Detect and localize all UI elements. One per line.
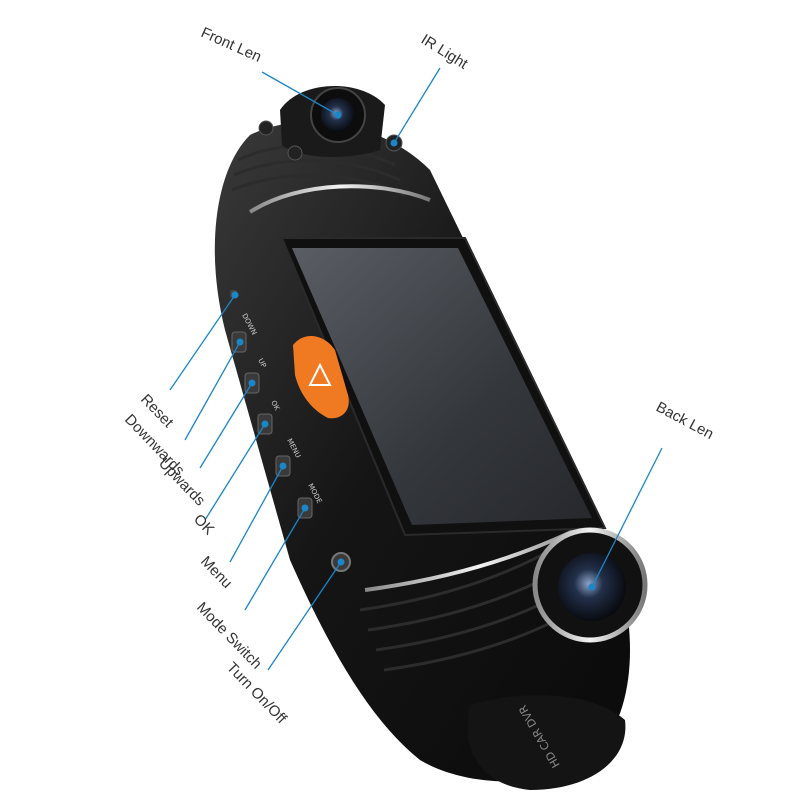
label-menu: Menu	[197, 553, 235, 592]
top-chrome-ring	[248, 184, 431, 214]
emergency-button[interactable]	[293, 335, 349, 419]
label-front-len: Front Len	[198, 24, 264, 66]
callout-leaders	[169, 67, 663, 671]
label-turn-on-off: Turn On/Off	[223, 659, 290, 728]
display-screen	[292, 248, 592, 525]
warning-triangle-icon	[308, 362, 332, 386]
bottom-cap	[467, 695, 626, 790]
ok-label: OK	[269, 399, 281, 412]
ir-led	[258, 120, 274, 136]
label-mode-switch: Mode Switch	[193, 599, 265, 673]
label-back-len: Back Len	[653, 399, 716, 443]
label-ok: OK	[190, 511, 217, 538]
label-ir-light: IR Light	[418, 31, 472, 73]
up-label: UP	[256, 357, 267, 369]
ir-led	[287, 145, 303, 161]
